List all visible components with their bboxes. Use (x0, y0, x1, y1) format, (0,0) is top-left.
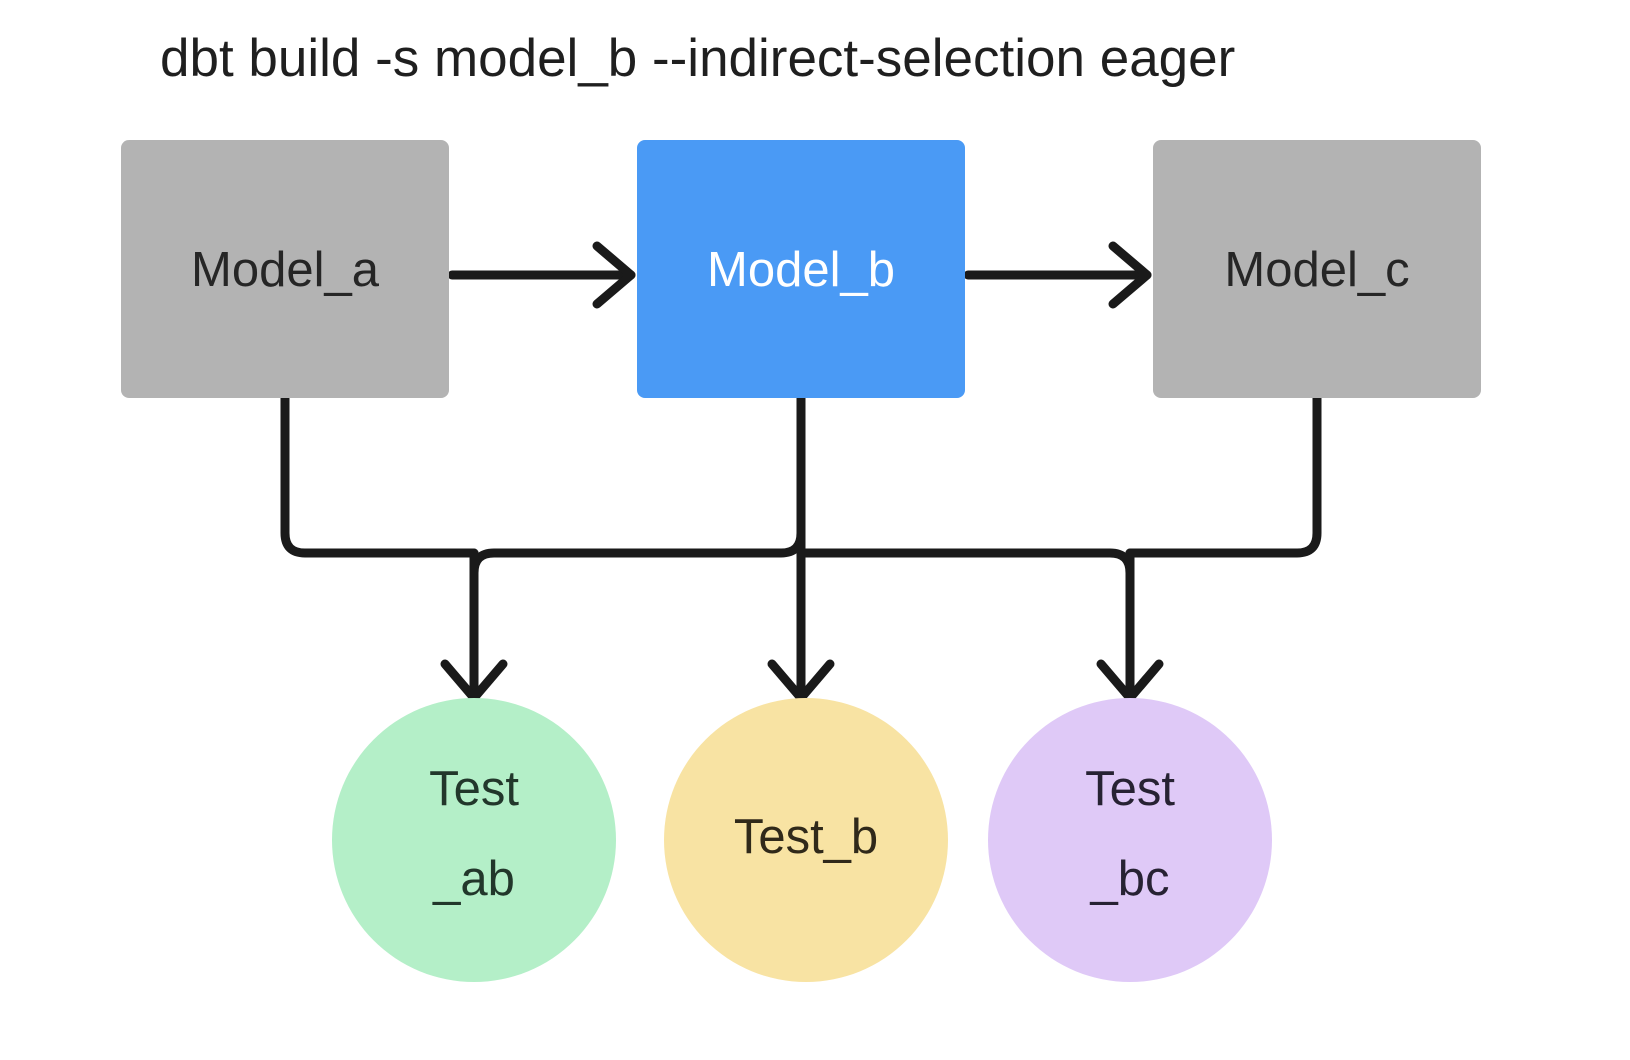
node-test-b[interactable]: Test_b (664, 698, 948, 982)
models-layer: Model_a Model_b Model_c (121, 140, 1481, 398)
edge-model-b-to-test-b (767, 393, 835, 703)
node-model-c-shape[interactable] (1153, 140, 1481, 398)
arrowhead-icon (767, 659, 835, 703)
edge-branch-test-ab (440, 548, 508, 703)
node-test-ab-label-line2: _ab (432, 852, 515, 906)
node-model-b[interactable]: Model_b (637, 140, 965, 398)
node-test-bc-label-line1: Test (1085, 762, 1175, 816)
node-model-b-shape[interactable] (637, 140, 965, 398)
edge-model-b-to-test-bc (796, 548, 1135, 578)
node-test-b-label-line1: Test_b (734, 810, 878, 864)
node-test-b-shape[interactable] (664, 698, 948, 982)
node-model-a[interactable]: Model_a (121, 140, 449, 398)
node-model-a-label: Model_a (191, 243, 380, 297)
node-test-ab-shape[interactable] (332, 698, 616, 982)
node-test-ab-label-line1: Test (429, 762, 519, 816)
arrowhead-icon (1108, 241, 1152, 309)
edge-model-b-to-test-ab (469, 393, 806, 578)
node-test-bc[interactable]: Test _bc (988, 698, 1272, 982)
edge-path (280, 393, 479, 558)
node-test-bc-shape[interactable] (988, 698, 1272, 982)
diagram-title: dbt build -s model_b --indirect-selectio… (160, 29, 1235, 88)
node-model-c-label: Model_c (1224, 243, 1409, 297)
edge-model-a-to-model-b (447, 241, 636, 309)
tests-layer: Test _ab Test_b Test _bc (332, 698, 1272, 982)
edge-model-c-to-test-bc (1125, 393, 1322, 558)
edge-branch-test-bc (1096, 548, 1164, 703)
node-model-a-shape[interactable] (121, 140, 449, 398)
edge-path (796, 548, 1135, 578)
node-test-ab[interactable]: Test _ab (332, 698, 616, 982)
arrowhead-icon (592, 241, 636, 309)
node-test-bc-label-line2: _bc (1089, 852, 1169, 906)
edge-model-b-to-model-c (963, 241, 1152, 309)
edge-path (1125, 393, 1322, 558)
node-model-b-label: Model_b (707, 243, 895, 297)
node-model-c[interactable]: Model_c (1153, 140, 1481, 398)
edge-model-a-to-test-ab (280, 393, 479, 558)
edge-path (469, 393, 806, 578)
